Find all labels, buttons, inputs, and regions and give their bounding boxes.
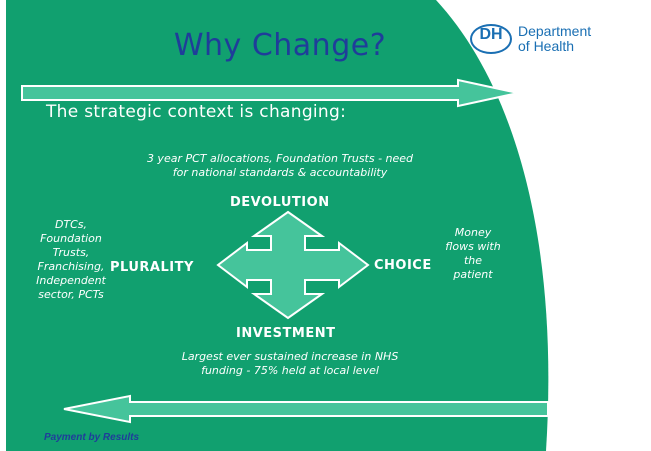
left-note-line: sector, PCTs [38,288,104,301]
dh-logo: DH Department of Health [470,22,630,62]
bottom-note: Largest ever sustained increase in NHS f… [150,350,430,378]
right-note-line: Money [454,226,492,239]
right-note-line: the [463,254,483,267]
label-devolution: DEVOLUTION [230,195,330,210]
right-note: Money flows with the patient [436,226,510,282]
label-choice: CHOICE [374,258,432,273]
dh-logo-line1: Department [518,23,592,39]
left-note-line: Foundation [40,232,102,245]
dh-logo-line2: of Health [518,38,575,54]
bottom-note-line1: Largest ever sustained increase in NHS [181,350,399,363]
left-note-line: Trusts, [52,246,90,259]
slide-subtitle: The strategic context is changing: [46,102,347,122]
footer-text: Payment by Results [44,432,140,443]
bottom-arrow-left [63,394,549,424]
bottom-note-line2: funding - 75% held at local level [201,364,379,377]
slide-title: Why Change? [173,28,387,63]
dh-logo-badge [470,24,512,54]
top-note-line1: 3 year PCT allocations, Foundation Trust… [146,152,414,165]
dh-logo-badge-text: DH [479,26,503,43]
top-arrow-right [21,78,519,108]
left-note-line: Franchising, [37,260,105,273]
left-note-line: DTCs, [54,218,88,231]
top-note: 3 year PCT allocations, Foundation Trust… [120,152,440,180]
four-way-arrow [216,210,370,320]
right-note-line: flows with [445,240,501,253]
left-note: DTCs, Foundation Trusts, Franchising, In… [30,218,112,302]
right-note-line: patient [453,268,493,281]
label-plurality: PLURALITY [110,260,194,275]
left-note-line: Independent [36,274,106,287]
top-note-line2: for national standards & accountability [172,166,388,179]
label-investment: INVESTMENT [236,326,336,341]
dh-logo-text: Department of Health [518,24,591,54]
